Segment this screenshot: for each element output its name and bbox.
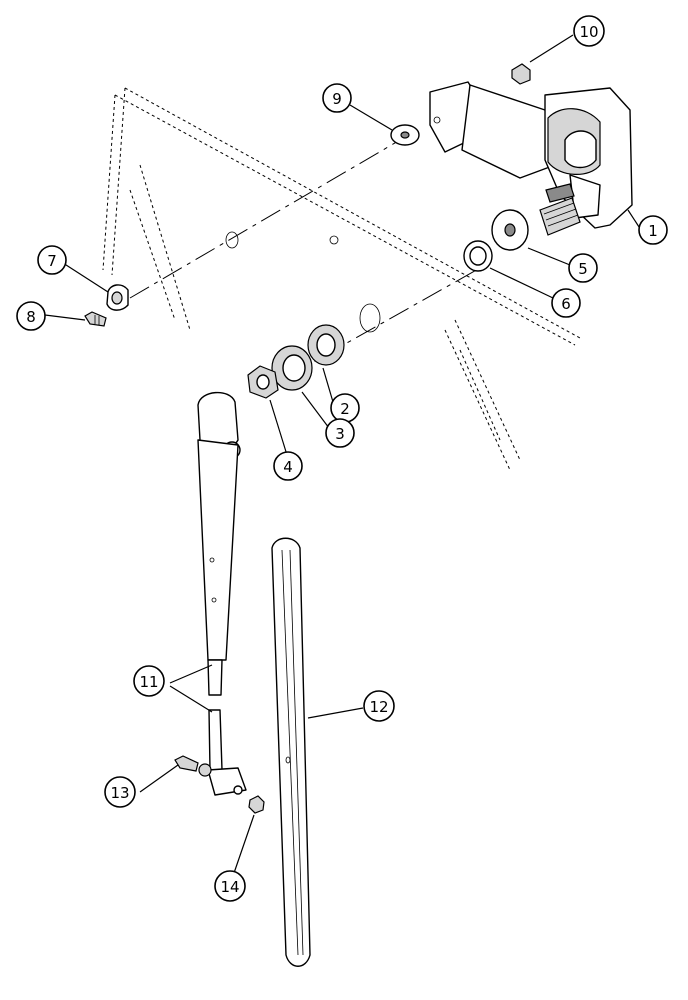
washer-9 [390, 124, 420, 146]
spacer-6 [463, 240, 493, 272]
callout-9: 9 [322, 83, 352, 113]
callout-13-label: 13 [110, 784, 129, 802]
callout-11: 11 [133, 665, 165, 697]
callout-2-label: 2 [340, 400, 350, 418]
nut-10 [511, 63, 531, 85]
grommet-2 [307, 324, 345, 366]
callout-12: 12 [363, 690, 395, 722]
callout-1-label: 1 [648, 222, 658, 240]
callout-14-label: 14 [220, 878, 239, 896]
callout-7-label: 7 [47, 252, 57, 270]
bushing-3 [271, 345, 313, 391]
callout-8-label: 8 [26, 308, 36, 326]
callout-9-label: 9 [332, 90, 342, 108]
washer-5 [491, 209, 529, 251]
callout-6-label: 6 [561, 295, 571, 313]
callout-3: 3 [325, 418, 355, 448]
screw-13 [174, 755, 199, 772]
callout-3-label: 3 [335, 425, 345, 443]
callout-4: 4 [273, 451, 303, 481]
callout-5-label: 5 [578, 260, 588, 278]
callout-7: 7 [37, 245, 67, 275]
nut-4 [247, 365, 279, 399]
windshield-frame [102, 87, 581, 471]
callout-1: 1 [638, 215, 668, 245]
wiper-blade [271, 537, 311, 967]
callout-10-label: 10 [579, 23, 598, 41]
wiper-arm [197, 391, 247, 796]
leader-lines [44, 34, 642, 874]
callout-12-label: 12 [369, 698, 388, 716]
screw-8 [84, 311, 107, 327]
callout-4-label: 4 [283, 458, 293, 476]
wiper-motor [429, 81, 633, 236]
nut-14 [248, 795, 265, 814]
callout-10: 10 [573, 15, 605, 47]
assembly-axis [129, 139, 481, 376]
callout-8: 8 [16, 301, 46, 331]
callout-14: 14 [214, 870, 246, 902]
callout-5: 5 [568, 253, 598, 283]
callout-6: 6 [551, 288, 581, 318]
callout-2: 2 [330, 393, 360, 423]
callout-11-label: 11 [139, 673, 158, 691]
callout-13: 13 [104, 776, 136, 808]
cap-7 [106, 284, 129, 311]
